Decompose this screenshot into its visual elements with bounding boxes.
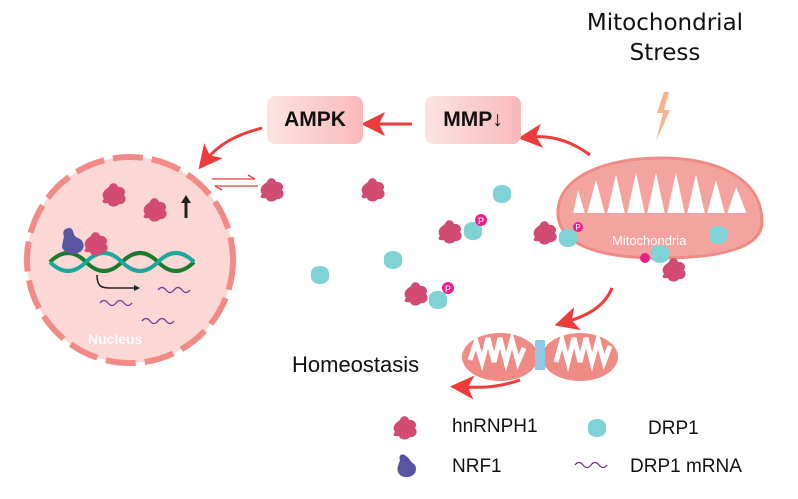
drp1-cytoplasm xyxy=(492,185,512,203)
ampk-box: AMPK xyxy=(267,96,363,144)
phospho-badge: P xyxy=(442,282,454,294)
ampk-label: AMPK xyxy=(284,108,346,131)
svg-text:P: P xyxy=(575,223,580,232)
mmp-box: MMP↓ xyxy=(425,96,521,144)
stress-bolt-icon xyxy=(656,92,670,141)
decrease-arrow-icon: ↓ xyxy=(492,108,503,131)
hnrnph1-cytoplasm xyxy=(260,178,284,202)
phospho-badge: P xyxy=(475,214,487,226)
svg-text:P: P xyxy=(478,216,484,226)
nuclear-exchange-arrows xyxy=(212,174,258,191)
hnrnph1-cytoplasm xyxy=(404,282,428,306)
legend-drp1: DRP1 xyxy=(648,418,699,439)
nucleus-label: Nucleus xyxy=(88,331,143,347)
hnrnph1-cytoplasm xyxy=(438,220,462,244)
hnrnph1-protein-icon xyxy=(393,416,417,440)
homeostasis-label: Homeostasis xyxy=(292,352,420,377)
pathway-arrows xyxy=(198,112,614,400)
hnrnph1-mito xyxy=(662,258,686,282)
legend-hnrnph1: hnRNPH1 xyxy=(452,416,538,437)
mmp-label: MMP xyxy=(443,108,493,131)
legend-nrf1: NRF1 xyxy=(452,456,502,477)
drp1-cytoplasm xyxy=(383,251,403,269)
drp1-protein-icon xyxy=(587,419,607,437)
phospho-badge xyxy=(640,253,650,263)
title-line-2: Stress xyxy=(629,40,701,66)
title-line-1: Mitochondrial xyxy=(586,10,744,36)
mitochondria-label: Mitochondria xyxy=(612,233,687,248)
mitochondrial-stress-title: Mitochondrial Stress xyxy=(560,8,770,68)
nucleus xyxy=(24,154,236,366)
transcription-arrow xyxy=(96,274,138,289)
nrf1-protein xyxy=(62,228,84,254)
hnrnph1-cytoplasm xyxy=(361,178,385,202)
dividing-mitochondrion xyxy=(462,330,618,381)
nrf1-protein-icon xyxy=(397,454,416,478)
svg-text:P: P xyxy=(445,284,451,294)
legend-drp1-mrna: DRP1 mRNA xyxy=(630,456,742,477)
phospho-badge: P xyxy=(573,222,583,232)
hnrnph1-mito xyxy=(533,221,557,245)
drp1-cytoplasm xyxy=(310,266,330,284)
mrna-wave-icon xyxy=(574,461,608,469)
dna-helix xyxy=(48,251,196,273)
drp1-mito xyxy=(708,226,728,244)
drp1-mrna-in-nucleus xyxy=(99,286,191,325)
